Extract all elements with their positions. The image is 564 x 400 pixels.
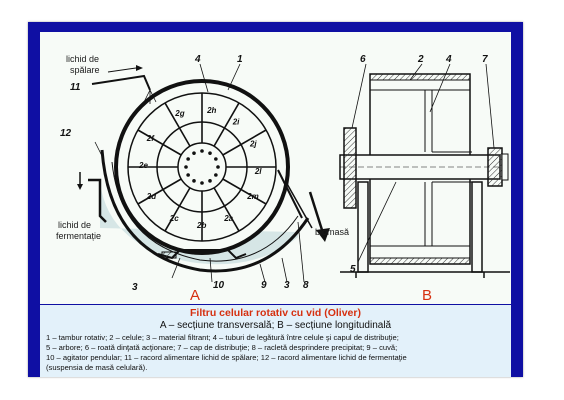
scraper-blade <box>277 169 303 219</box>
hub-hole <box>192 179 196 183</box>
wash-arrow-head <box>136 65 143 71</box>
drum-spoke <box>164 187 191 232</box>
callout-a-9: 9 <box>261 280 267 291</box>
shaft-b <box>339 154 501 180</box>
callout-a-10: 10 <box>213 280 225 291</box>
callout-a-3: 3 <box>132 282 138 293</box>
hub-hole <box>186 157 190 161</box>
connecting-tubes-b <box>424 90 472 246</box>
support-frames <box>340 181 510 278</box>
hub-hole <box>184 165 188 169</box>
callout-leaders-b <box>351 63 495 263</box>
callout-a-1: 1 <box>237 54 243 65</box>
cell-labels: 2h 2g 2i 2j 2f 2l 2e 2m 2d 2c 2b 2a <box>138 106 262 230</box>
hub-hole <box>192 151 196 155</box>
section-a-cross-section: 2h 2g 2i 2j 2f 2l 2e 2m 2d 2c 2b 2a <box>56 54 349 304</box>
legend-line: 1 – tambur rotativ; 2 – celule; 3 – mate… <box>46 333 399 342</box>
drum-spokes <box>128 93 276 241</box>
wash-liquid-label-1: lichid de <box>66 54 99 64</box>
cell-label: 2m <box>246 192 259 201</box>
caption-legend: 1 – tambur rotativ; 2 – celule; 3 – mate… <box>46 333 505 373</box>
drum-spoke <box>137 178 182 205</box>
cell-label: 2a <box>223 214 233 223</box>
drum-bottom-hatch <box>369 257 471 265</box>
hub-hole <box>186 173 190 177</box>
drum-spoke <box>137 129 182 156</box>
distribution-head <box>487 147 503 187</box>
callout-b-2: 2 <box>417 54 424 65</box>
drum-spoke <box>213 102 240 147</box>
biomass-chute <box>285 181 313 229</box>
fermentation-arrow-head <box>77 184 83 190</box>
hub-hole <box>214 157 218 161</box>
callout-a-12: 12 <box>60 128 72 139</box>
hub-hole <box>208 179 212 183</box>
figure-caption: Filtru celular rotativ cu vid (Oliver) A… <box>40 305 511 377</box>
section-a-label: A <box>190 287 200 304</box>
drive-gear <box>343 127 357 209</box>
section-b-label: B <box>422 287 432 304</box>
cell-label: 2j <box>249 139 257 148</box>
wash-liquid-label-2: spălare <box>70 65 100 75</box>
callout-b-5: 5 <box>350 264 356 275</box>
caption-title: Filtru celular rotativ cu vid (Oliver) <box>190 307 361 319</box>
cell-label: 2b <box>196 221 206 230</box>
caption-subtitle: A – secțiune transversală; B – secțiune … <box>159 320 392 331</box>
cell-label: 2l <box>254 167 262 176</box>
callout-b-7: 7 <box>482 54 488 65</box>
cell-label: 2h <box>206 106 216 115</box>
drum-top-hatch <box>369 73 471 81</box>
hub-hole <box>214 173 218 177</box>
drum-spoke <box>222 129 267 156</box>
cell-label: 2g <box>174 109 184 118</box>
tank-wall <box>100 149 310 273</box>
cell-label: 2d <box>146 192 157 201</box>
biomass-label: biomasă <box>315 227 349 237</box>
callout-a-3b: 3 <box>284 280 290 291</box>
legend-line: (suspensia de masă celulară). <box>46 363 148 372</box>
callout-a-8: 8 <box>303 280 309 291</box>
drum-spoke <box>164 102 191 147</box>
agitator-paddle <box>161 251 177 259</box>
diagram-svg: 2h 2g 2i 2j 2f 2l 2e 2m 2d 2c 2b 2a <box>56 54 510 304</box>
cell-label: 2i <box>232 117 240 126</box>
callout-a-11: 11 <box>70 82 81 93</box>
fermentation-liquid-label-2: fermentație <box>56 231 101 241</box>
fermentation-pipe <box>88 178 107 223</box>
callout-a-4: 4 <box>194 54 201 65</box>
hub-hole <box>216 165 220 169</box>
drum-spoke <box>222 178 267 205</box>
slide: 2h 2g 2i 2j 2f 2l 2e 2m 2d 2c 2b 2a <box>28 22 523 377</box>
hub-hole <box>208 151 212 155</box>
cell-label: 2f <box>146 134 155 143</box>
wash-arrow <box>107 67 137 73</box>
filter-diagram: 2h 2g 2i 2j 2f 2l 2e 2m 2d 2c 2b 2a <box>40 32 511 304</box>
cell-label: 2c <box>169 214 179 223</box>
hub-holes <box>184 149 220 185</box>
callout-b-4: 4 <box>445 54 452 65</box>
legend-line: 10 – agitator pendular; 11 – racord alim… <box>46 353 407 362</box>
wash-pipe <box>91 74 151 91</box>
cell-label: 2e <box>138 161 148 170</box>
fermentation-liquid-label-1: lichid de <box>58 220 91 230</box>
section-b-longitudinal: 6 2 4 7 5 B <box>339 54 510 304</box>
callout-leaders-a <box>94 63 305 283</box>
biomass-arrow-shaft <box>308 191 324 231</box>
legend-line: 5 – arbore; 6 – roată dinţată acţionare;… <box>46 343 398 352</box>
drum-spoke <box>213 187 240 232</box>
hub-hole <box>200 149 204 153</box>
hub-hole <box>200 181 204 185</box>
biomass-arrow-head <box>316 228 330 242</box>
callout-b-6: 6 <box>360 54 366 65</box>
tank-liquid <box>100 182 298 265</box>
wash-spray <box>143 89 157 104</box>
